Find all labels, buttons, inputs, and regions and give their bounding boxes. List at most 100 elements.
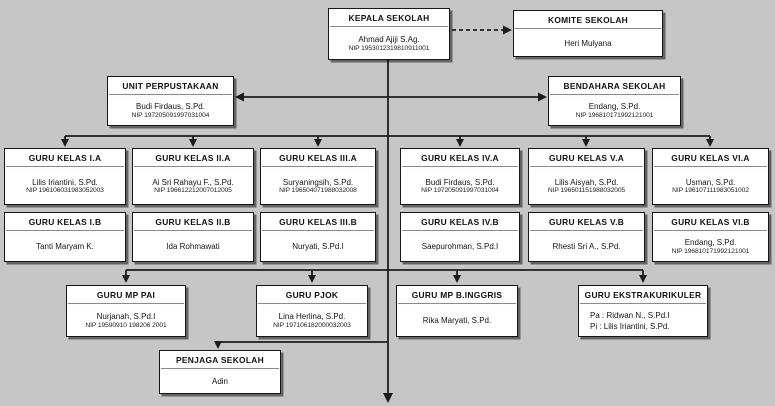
- box-person-name: Rika Maryati, S.Pd.: [422, 316, 492, 326]
- box-person-name: Ai Sri Rahayu F., S.Pd.: [152, 177, 234, 187]
- box-body: Saepurohman, S.Pd.I: [401, 233, 519, 261]
- box-divider: [402, 230, 518, 233]
- box-person-name: Ahmad Ajiji S.Ag.: [358, 35, 420, 44]
- box-body: Ahmad Ajiji S.Ag.NIP 1953012319810911001: [329, 29, 449, 59]
- box-title: KOMITE SEKOLAH: [547, 15, 629, 25]
- box-body: Lilis Aisyah, S.Pd.NIP 19650115198803200…: [529, 169, 644, 204]
- arrow-down-icon: [308, 275, 316, 283]
- box-divider: [654, 230, 767, 233]
- arrowheads: [61, 25, 714, 403]
- box-title: GURU KELAS II.A: [155, 153, 231, 163]
- box-guru-kelas-4b: GURU KELAS IV.B Saepurohman, S.Pd.I: [400, 212, 520, 262]
- box-title: PENJAGA SEKOLAH: [176, 355, 264, 365]
- box-guru-kelas-2a: GURU KELAS II.A Ai Sri Rahayu F., S.Pd.NI…: [132, 148, 254, 205]
- box-divider: [109, 94, 232, 97]
- arrow-down-icon: [582, 139, 590, 147]
- box-guru-ekstrakurikuler: GURU EKSTRAKURIKULER Pa : Ridwan N., S.Pd…: [578, 285, 708, 337]
- box-body: Budi Firdaus, S.Pd.NIP 19720509199703100…: [401, 169, 519, 204]
- arrow-down-icon: [383, 393, 393, 403]
- box-divider: [515, 28, 661, 31]
- box-guru-kelas-1a: GURU KELAS I.A Lilis Iriantini, S.Pd.NIP …: [4, 148, 126, 205]
- box-nip: NIP 196106031983052003: [26, 187, 104, 194]
- box-person-name: Pa : Ridwan N., S.Pd.I: [590, 311, 670, 320]
- box-person-name: Lina Herlina, S.Pd.: [278, 312, 346, 321]
- box-person-name: Lilis Aisyah, S.Pd.: [554, 177, 619, 187]
- box-title: GURU KELAS I.A: [28, 153, 102, 163]
- box-nip: NIP 1953012319810911001: [348, 44, 430, 52]
- box-divider: [262, 230, 374, 233]
- arrow-down-icon: [122, 275, 130, 283]
- box-divider: [530, 166, 643, 169]
- box-guru-kelas-1b: GURU KELAS I.B Tanti Maryam K.: [4, 212, 126, 262]
- arrow-down-icon: [456, 139, 464, 147]
- arrow-down-icon: [61, 139, 69, 147]
- box-nip: NIP 196501151988032005: [547, 187, 626, 194]
- box-body: Endang, S.Pd.NIP 196810171992121001: [549, 97, 680, 125]
- box-bendahara-sekolah: BENDAHARA SEKOLAH Endang, S.Pd.NIP 196810…: [548, 76, 681, 126]
- box-guru-pjok: GURU PJOK Lina Herlina, S.Pd.NIP 19710618…: [256, 285, 368, 337]
- box-title: GURU KELAS I.B: [28, 217, 102, 227]
- box-nip: NIP 197106182000032003: [273, 321, 351, 329]
- box-divider: [258, 303, 366, 306]
- box-body: Suryaningsih, S.Pd.NIP 19650407198803200…: [261, 169, 375, 204]
- box-body: Lilis Iriantini, S.Pd.NIP 19610603198305…: [5, 169, 125, 204]
- box-person-name: Saepurohman, S.Pd.I: [421, 242, 499, 252]
- box-person-name: Pi : Lilis Iriantini, S.Pd.: [590, 322, 670, 331]
- box-title: GURU KELAS III.B: [279, 217, 357, 227]
- box-divider: [398, 303, 516, 306]
- box-divider: [68, 303, 184, 306]
- box-person-name: Nurjanah, S.Pd.I: [96, 312, 156, 321]
- box-title: GURU PJOK: [285, 290, 339, 300]
- box-nip: NIP 19590910 198206 2001: [85, 321, 167, 329]
- box-guru-kelas-5a: GURU KELAS V.A Lilis Aisyah, S.Pd.NIP 196…: [528, 148, 645, 205]
- box-person-name: Heri Mulyana: [564, 38, 612, 48]
- box-person-name: Usman, S.Pd.: [685, 177, 736, 187]
- box-kepala-sekolah: KEPALA SEKOLAH Ahmad Ajiji S.Ag.NIP 19530…: [328, 8, 450, 60]
- arrow-down-icon: [314, 139, 322, 147]
- box-person-name: Rhesti Sri A., S.Pd.: [552, 242, 621, 252]
- box-title: GURU KELAS V.A: [548, 153, 625, 163]
- box-person-name: Budi Firdaus, S.Pd.: [425, 177, 495, 187]
- box-body: Ida Rohmawati: [133, 233, 253, 261]
- box-divider: [134, 230, 252, 233]
- box-title: KEPALA SEKOLAH: [348, 13, 430, 23]
- box-divider: [654, 166, 767, 169]
- box-title: GURU MP PAI: [96, 290, 156, 300]
- box-person-name: Endang, S.Pd.: [588, 102, 641, 111]
- arrow-down-icon: [639, 275, 647, 283]
- box-divider: [530, 230, 643, 233]
- box-body: Rika Maryati, S.Pd.: [397, 306, 517, 336]
- box-nip: NIP 196504071988032008: [279, 187, 357, 194]
- box-body: Usman, S.Pd.NIP 196107111983051002: [653, 169, 768, 204]
- box-nip: NIP 196612212007012005: [154, 187, 232, 194]
- box-divider: [330, 26, 448, 29]
- box-divider: [262, 166, 374, 169]
- box-title: BENDAHARA SEKOLAH: [563, 81, 666, 91]
- box-divider: [580, 303, 706, 306]
- box-divider: [161, 368, 279, 371]
- box-person-name: Adin: [211, 377, 228, 387]
- box-title: GURU KELAS IV.B: [421, 217, 499, 227]
- box-body: Pa : Ridwan N., S.Pd.I Pi : Lilis Irianti…: [579, 306, 707, 336]
- box-body: Budi Firdaus, S.Pd.NIP 19720509199703100…: [108, 97, 233, 125]
- box-person-name: Lilis Iriantini, S.Pd.: [32, 177, 98, 187]
- box-body: Rhesti Sri A., S.Pd.: [529, 233, 644, 261]
- box-person-name: Ida Rohmawati: [166, 242, 220, 252]
- box-person-name: Budi Firdaus, S.Pd.: [136, 102, 205, 111]
- box-nip: NIP 197205091997031004: [421, 187, 499, 194]
- arrow-right-icon: [538, 92, 547, 102]
- box-person-name: Tanti Maryam K.: [36, 242, 94, 252]
- box-body: Heri Mulyana: [514, 31, 662, 56]
- box-title: GURU EKSTRAKURIKULER: [584, 290, 702, 300]
- box-nip: NIP 196810171992121001: [671, 247, 750, 255]
